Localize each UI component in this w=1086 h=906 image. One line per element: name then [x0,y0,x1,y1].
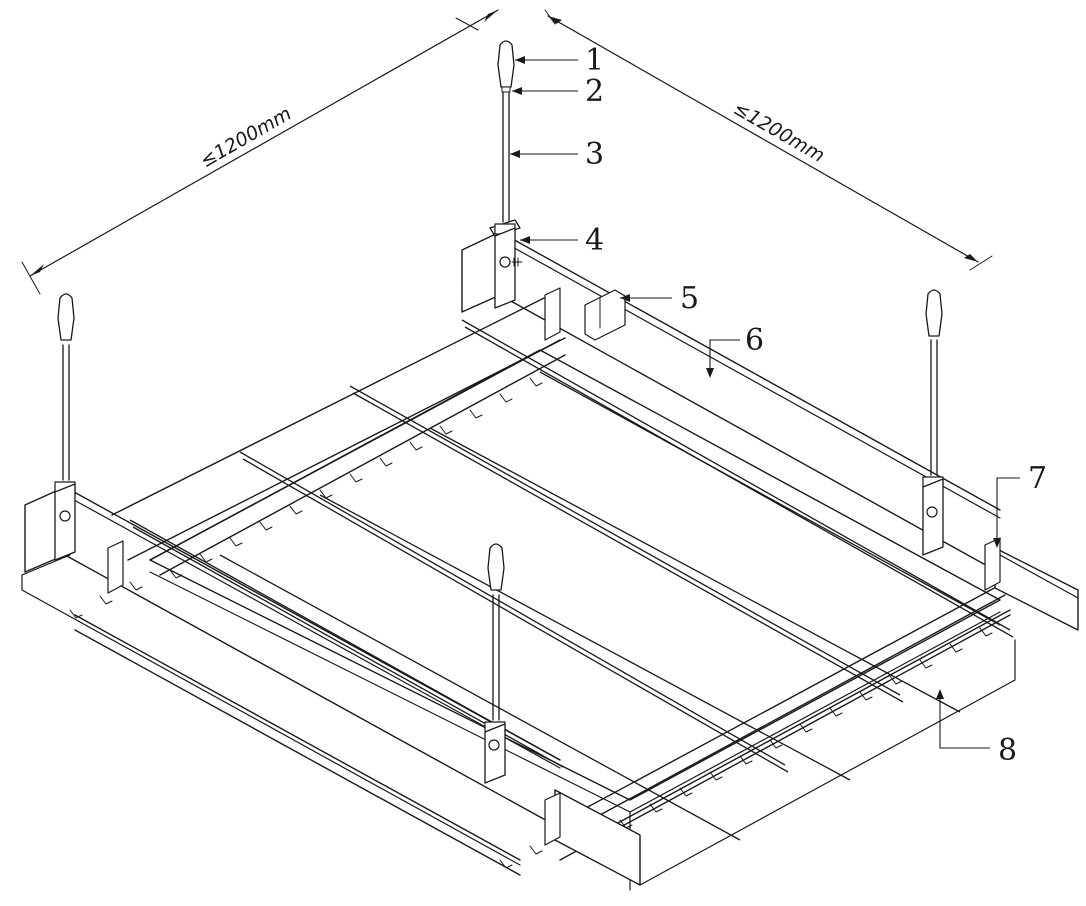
main-carrier-front [24,486,641,886]
cross-tees [129,319,1014,841]
callout-2: 2 [585,74,604,109]
main-carrier-back [461,231,1079,631]
callout-1: 1 [585,43,604,78]
panel-frame [111,289,1016,891]
slotted-carrier-left [149,339,566,579]
hanger-left [54,293,76,561]
callout-leaders [510,59,1020,749]
hanger-front [484,543,506,784]
hanger-right [922,289,944,556]
dimension-label-left: ≤1200mm [197,103,296,173]
callout-4: 4 [585,223,604,258]
callout-arrowheads [510,56,1001,699]
dimension-right: ≤1200mm [544,9,993,271]
slotted-carrier-front [69,581,573,869]
dimension-label-right: ≤1200mm [730,97,829,167]
dimension-left: ≤1200mm [21,9,499,295]
bottom-panel [21,554,521,876]
callout-5: 5 [680,281,699,316]
callout-8: 8 [998,733,1017,768]
callout-6: 6 [745,323,764,358]
callout-7: 7 [1028,461,1047,496]
callout-3: 3 [585,137,604,172]
carrier-clips [107,287,1001,846]
hanger-back [489,40,523,309]
channel-clip-5 [584,289,626,341]
